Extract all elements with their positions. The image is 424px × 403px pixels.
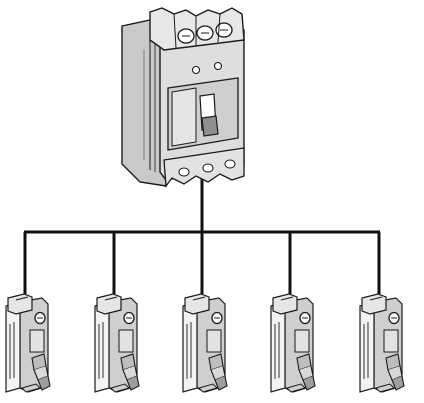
wiring bbox=[23, 170, 381, 294]
mcb-1-pole-breaker-icon bbox=[182, 293, 228, 393]
mcb-1-pole-breaker-icon bbox=[270, 293, 316, 393]
mcb-1-pole-breaker-icon bbox=[94, 293, 140, 393]
mcb-1-pole-breaker-icon bbox=[5, 293, 51, 393]
mcb-1-pole-breaker-icon bbox=[359, 293, 405, 393]
mccb-3-pole-breaker-icon bbox=[121, 7, 245, 188]
